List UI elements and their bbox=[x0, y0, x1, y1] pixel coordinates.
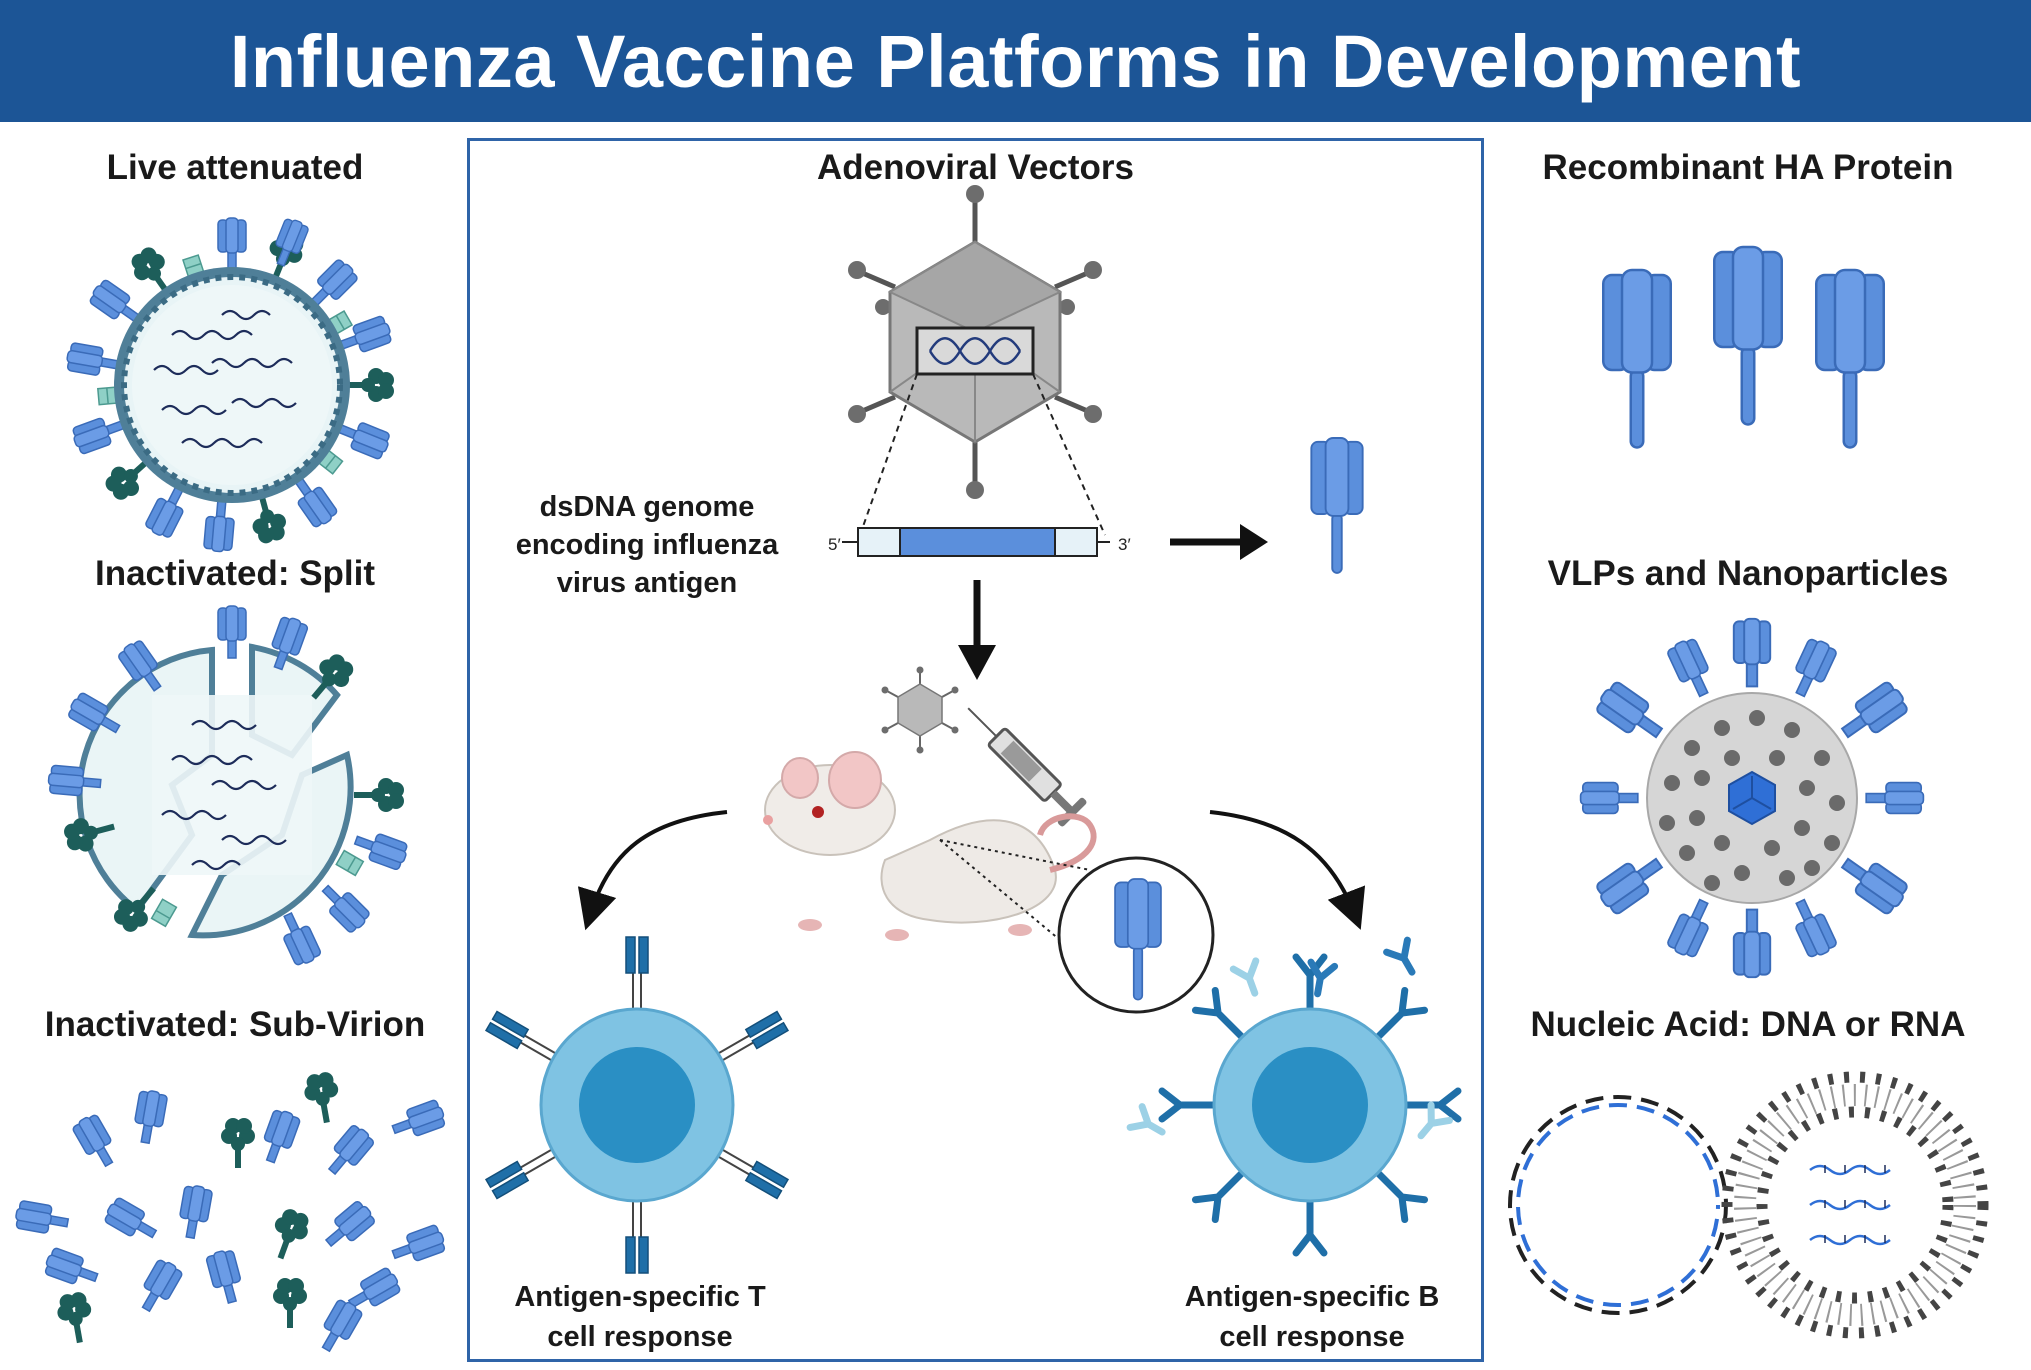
split-virion bbox=[46, 605, 411, 969]
t-cell-label-line2: cell response bbox=[547, 1321, 733, 1353]
mouse-icon bbox=[763, 751, 1097, 941]
vlp-nanoparticle bbox=[1579, 617, 1925, 979]
three-prime-label: 3′ bbox=[1118, 535, 1131, 554]
page-title: Influenza Vaccine Platforms in Developme… bbox=[229, 19, 1802, 103]
genome-label-line1: dsDNA genome bbox=[539, 491, 755, 523]
subvirion-proteins bbox=[13, 1070, 449, 1357]
t-cell-response-label: Antigen-specific T cell response bbox=[470, 1277, 810, 1357]
recombinant-ha-heading: Recombinant HA Protein bbox=[1542, 148, 1954, 187]
dna-helix-icon bbox=[928, 337, 1022, 365]
mrna-bases bbox=[1824, 1165, 1886, 1243]
live-attenuated-virion bbox=[64, 215, 395, 554]
b-cell-label-line2: cell response bbox=[1219, 1321, 1405, 1353]
syringe-icon bbox=[967, 707, 1087, 827]
genome-label: dsDNA genome encoding influenza virus an… bbox=[487, 488, 807, 602]
b-cell-arrow bbox=[1209, 810, 1366, 930]
nucleic-acid-heading: Nucleic Acid: DNA or RNA bbox=[1530, 1005, 1966, 1044]
dna-plasmid bbox=[1508, 1095, 1728, 1315]
adenoviral-vectors-heading: Adenoviral Vectors bbox=[816, 148, 1135, 187]
adenoviral-panel-frame bbox=[467, 138, 1484, 1362]
live-attenuated-heading: Live attenuated bbox=[106, 148, 364, 187]
vlp-heading: VLPs and Nanoparticles bbox=[1547, 554, 1949, 593]
title-banner: Influenza Vaccine Platforms in Developme… bbox=[0, 0, 2031, 122]
recombinant-ha-proteins bbox=[1602, 245, 1885, 449]
vlp-surface-spots bbox=[1659, 710, 1845, 891]
b-cell bbox=[1162, 957, 1458, 1253]
t-cell-arrow bbox=[577, 810, 728, 931]
live-rna-segments bbox=[153, 309, 297, 449]
split-rna-segments bbox=[161, 719, 287, 871]
inactivated-split-heading: Inactivated: Split bbox=[94, 554, 376, 593]
t-cell-label-line1: Antigen-specific T bbox=[514, 1281, 766, 1313]
lipid-nanoparticle bbox=[1721, 1071, 1989, 1339]
expressed-ha-protein bbox=[1310, 437, 1364, 574]
genome-label-line2: encoding influenza bbox=[515, 529, 779, 561]
genome-label-line3: virus antigen bbox=[556, 567, 738, 599]
inactivated-subvirion-heading: Inactivated: Sub-Virion bbox=[44, 1005, 426, 1044]
genome-projection-lines bbox=[859, 373, 1106, 536]
mrna-strands bbox=[1809, 1164, 1891, 1246]
small-adenovirus-icon bbox=[881, 666, 959, 754]
adenovirus-particle bbox=[848, 185, 1102, 499]
five-prime-label: 5′ bbox=[828, 535, 841, 554]
t-cell bbox=[485, 936, 789, 1274]
b-cell-response-label: Antigen-specific B cell response bbox=[1142, 1277, 1482, 1357]
expression-arrow bbox=[1170, 524, 1268, 560]
b-cell-label-line1: Antigen-specific B bbox=[1184, 1281, 1440, 1313]
genome-construct bbox=[842, 527, 1110, 557]
delivery-arrow bbox=[958, 580, 996, 680]
